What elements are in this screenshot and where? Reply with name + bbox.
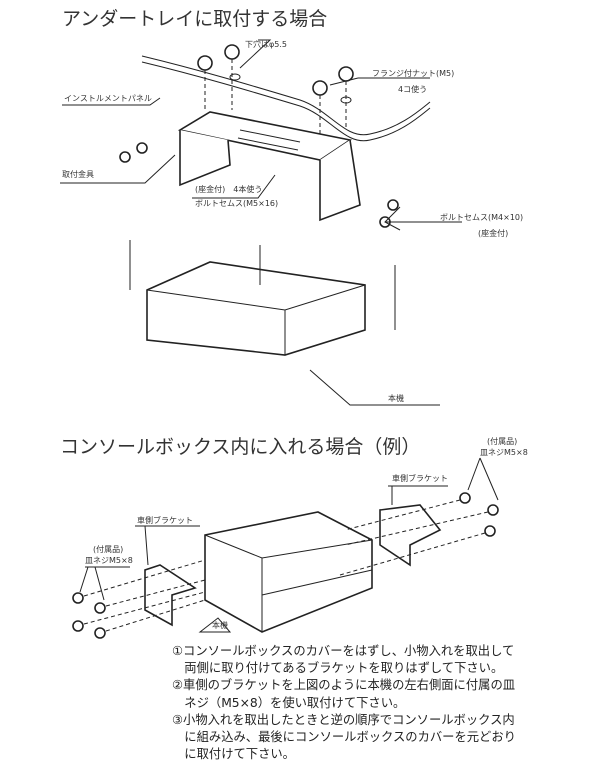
console-unit — [204, 511, 373, 633]
instruction-line: に組み込み、最後にコンソールボックスのカバーを元どおり — [172, 730, 516, 745]
label-screw-right: 皿ネジM5×8 — [480, 448, 528, 457]
label-bracket-left: 車側ブラケット — [137, 515, 193, 525]
label-mounting-bracket: 取付金具 — [62, 169, 94, 179]
mounting-bracket — [177, 111, 361, 222]
instrument-panel — [141, 55, 431, 142]
label-flange-nut: フランジ付ナット(M5) — [372, 68, 454, 78]
instruction-line: 両側に取り付けてあるブラケットを取りはずして下さい。 — [172, 661, 504, 676]
label-screw-left: 皿ネジM5×8 — [85, 556, 133, 565]
label-accessory-left: (付属品) — [93, 544, 123, 554]
label-pilot-hole: 下穴はφ5.5 — [245, 39, 287, 49]
instruction-line: に取付けて下さい。 — [172, 747, 295, 762]
label-unit: 本機 — [388, 393, 404, 403]
label-accessory-right: (付属品) — [487, 436, 517, 446]
instruction-line: ネジ（M5×8）を使い取付けて下さい。 — [172, 695, 406, 710]
instruction-line: ②車側のブラケットを上図のように本機の左右側面に付属の皿 — [172, 678, 516, 693]
label-instrument-panel: インストルメントパネル — [64, 94, 152, 103]
label-bolt-m4: ボルトセムス(M4×10) — [440, 213, 523, 222]
unit-box — [129, 240, 396, 356]
flat-screw-icons — [72, 492, 499, 639]
right-vehicle-bracket — [379, 504, 442, 567]
section-title-under-tray: アンダートレイに取付する場合 — [62, 8, 328, 30]
label-bolt-m4-note: (座金付) — [478, 228, 508, 238]
section-title-console-box: コンソールボックス内に入れる場合（例） — [60, 436, 421, 458]
instruction-line: ③小物入れを取出したときと逆の順序でコンソールボックス内 — [172, 712, 515, 727]
flange-nut-icons — [197, 44, 354, 170]
label-bracket-right: 車側ブラケット — [392, 473, 448, 483]
label-bolt-m5: ボルトセムス(M5×16) — [195, 199, 278, 208]
instructions: ①コンソールボックスのカバーをはずし、小物入れを取出して 両側に取り付けてあるブ… — [172, 643, 592, 763]
label-unit-2: 本機 — [212, 620, 228, 630]
left-vehicle-bracket — [144, 564, 197, 627]
label-bolt-m5-note: (座金付) 4本使う — [195, 184, 262, 194]
instruction-line: ①コンソールボックスのカバーをはずし、小物入れを取出して — [172, 644, 515, 658]
label-flange-nut-qty: 4コ使う — [398, 84, 427, 94]
